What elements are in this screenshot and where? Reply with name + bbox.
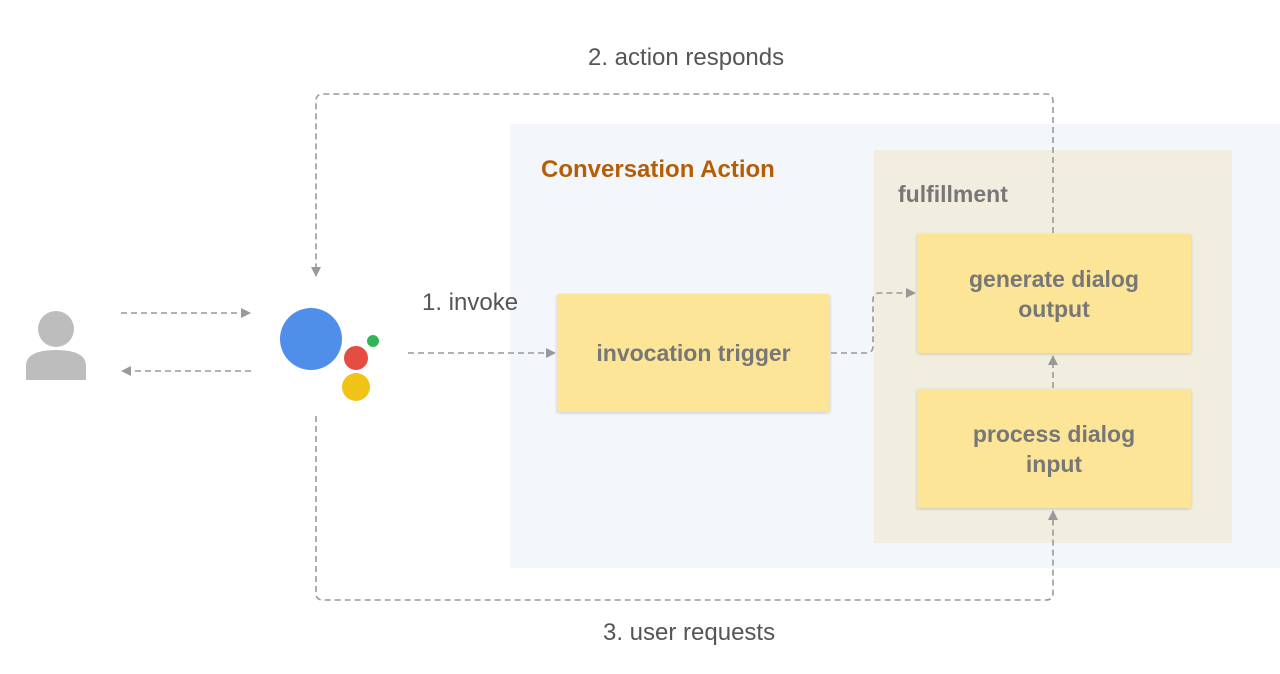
google-assistant-icon bbox=[280, 308, 379, 401]
process-dialog-input-box: process dialog input bbox=[917, 389, 1191, 508]
conversation-action-title: Conversation Action bbox=[541, 156, 775, 183]
generate-dialog-output-label: generate dialog output bbox=[969, 265, 1139, 322]
fulfillment-title: fulfillment bbox=[898, 181, 1008, 207]
generate-dialog-output-box: generate dialog output bbox=[917, 234, 1191, 353]
user-requests-label: 3. user requests bbox=[603, 619, 776, 646]
action-responds-label: 2. action responds bbox=[588, 44, 785, 71]
invoke-label: 1. invoke bbox=[422, 289, 519, 316]
invocation-trigger-box: invocation trigger bbox=[557, 294, 830, 412]
process-dialog-input-label: process dialog input bbox=[972, 420, 1136, 477]
invocation-trigger-label: invocation trigger bbox=[596, 340, 791, 366]
user-icon bbox=[26, 311, 86, 380]
